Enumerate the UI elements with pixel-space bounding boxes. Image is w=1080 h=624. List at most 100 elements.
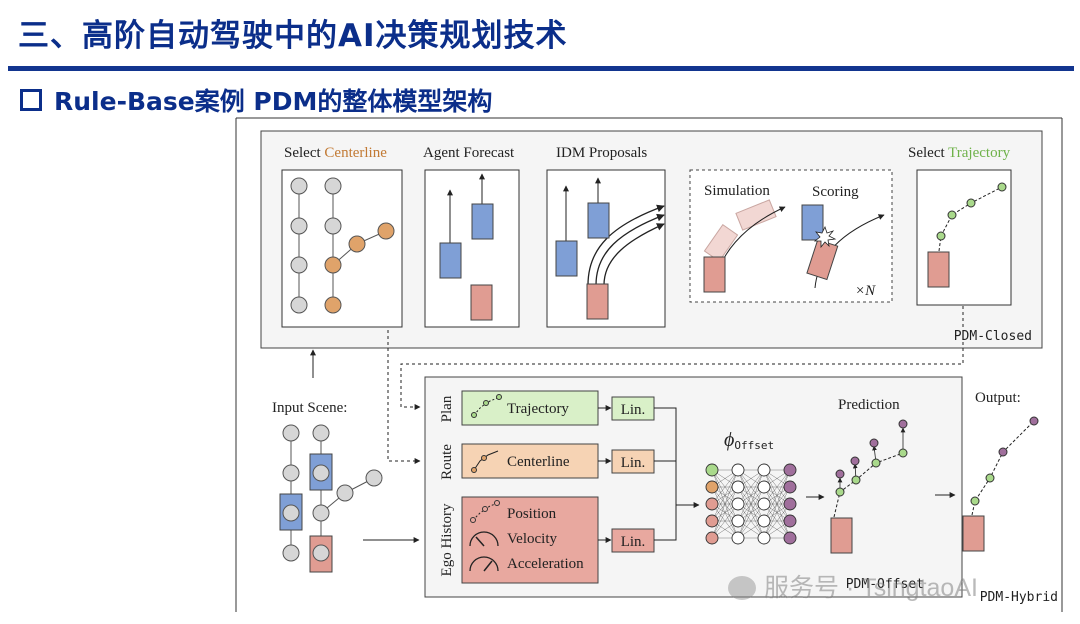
graph-node <box>324 217 342 235</box>
lin-label: Lin. <box>621 455 646 471</box>
velocity-gauge-icon <box>469 531 499 547</box>
network-node <box>783 463 797 477</box>
graph-node <box>282 424 300 442</box>
mini-point <box>494 500 500 506</box>
mini-point <box>482 506 488 512</box>
mini-point <box>481 455 487 461</box>
page-title: 三、高阶自动驾驶中的AI决策规划技术 <box>18 18 568 54</box>
pdm-offset-label: PDM-Offset <box>846 577 924 592</box>
collision-burst-icon <box>813 225 837 249</box>
pdm-hybrid-label: PDM-Hybrid <box>980 590 1058 605</box>
graph-node-selected <box>324 256 342 274</box>
graph-node <box>290 177 308 195</box>
scoring-label: Scoring <box>812 184 859 200</box>
network-edge <box>763 469 791 539</box>
lin-merge-connector <box>654 407 677 541</box>
position-label: Position <box>507 506 557 522</box>
scoring-content <box>801 204 885 289</box>
centerline-feature-label: Centerline <box>507 454 570 470</box>
agent-vehicle <box>587 202 610 239</box>
select-trajectory-label: Select Trajectory <box>908 145 1011 161</box>
network-node <box>783 497 797 511</box>
ego-vehicle <box>703 256 726 293</box>
watermark-text: 服务号 · TsingtaoAI <box>764 574 978 602</box>
input-scene-label: Input Scene: <box>272 400 347 416</box>
agent-vehicle <box>439 242 462 279</box>
network-node <box>705 531 719 545</box>
prediction-label: Prediction <box>838 397 900 413</box>
network-edge <box>711 503 739 539</box>
output-point <box>998 447 1008 457</box>
ego-vehicle <box>927 251 950 288</box>
network-edge <box>737 469 765 505</box>
graph-node-selected <box>324 296 342 314</box>
graph-node <box>365 469 383 487</box>
network-node <box>757 480 771 494</box>
acceleration-gauge-icon <box>469 556 499 572</box>
network-edge <box>737 469 765 522</box>
wechat-icon <box>728 576 756 600</box>
simulation-content <box>703 199 786 293</box>
square-bullet-icon <box>20 89 42 111</box>
output-point <box>1029 416 1039 426</box>
offset-point <box>898 419 908 429</box>
input-scene-content <box>279 424 383 573</box>
network-node <box>731 463 745 477</box>
plan-label: Plan <box>439 395 455 422</box>
ego-vehicle <box>830 517 853 554</box>
graph-node <box>312 504 330 522</box>
network-node <box>705 497 719 511</box>
idm-proposals-content <box>555 177 665 320</box>
watermark: 服务号 · TsingtaoAI <box>728 568 978 604</box>
mini-point <box>496 394 502 400</box>
select-centerline-label: Select Centerline <box>284 145 387 161</box>
mini-point <box>470 517 476 523</box>
agent-forecast-label: Agent Forecast <box>423 145 515 161</box>
network-edge <box>737 469 765 539</box>
title-divider <box>8 66 1074 71</box>
graph-node <box>290 296 308 314</box>
graph-node <box>282 504 300 522</box>
trajectory-feature-box <box>461 390 599 426</box>
prediction-point <box>851 475 861 485</box>
network-node <box>731 480 745 494</box>
graph-node <box>336 484 354 502</box>
ego-vehicle <box>586 283 609 320</box>
subtitle-text: Rule-Base案例 PDM的整体模型架构 <box>54 87 493 116</box>
agent-vehicle <box>555 240 578 277</box>
neural-network <box>705 463 797 545</box>
network-node <box>783 514 797 528</box>
mini-point <box>471 467 477 473</box>
output-point <box>970 496 980 506</box>
trajectory-point <box>936 231 946 241</box>
output-content <box>962 416 1039 552</box>
network-node <box>783 480 797 494</box>
graph-node-selected <box>348 235 366 253</box>
graph-node <box>290 217 308 235</box>
mini-point <box>483 400 489 406</box>
network-node <box>757 514 771 528</box>
trajectory-point <box>966 198 976 208</box>
lin-label: Lin. <box>621 402 646 418</box>
trajectory-to-plan-connector <box>400 306 964 410</box>
network-edge <box>737 503 765 539</box>
network-edge <box>763 503 791 539</box>
offset-point <box>869 438 879 448</box>
network-edge <box>711 469 739 522</box>
network-node <box>705 480 719 494</box>
network-edge <box>711 469 739 505</box>
prediction-point <box>898 448 908 458</box>
acceleration-label: Acceleration <box>507 556 584 572</box>
graph-node <box>312 544 330 562</box>
centerline-graph <box>290 177 395 314</box>
network-node <box>705 463 719 477</box>
trajectory-feature-label: Trajectory <box>507 401 569 417</box>
lin-label: Lin. <box>621 534 646 550</box>
agent-vehicle <box>801 204 824 241</box>
offset-point <box>850 456 860 466</box>
mini-point <box>471 412 477 418</box>
simulation-label: Simulation <box>704 183 770 199</box>
network-node <box>757 463 771 477</box>
graph-node <box>312 424 330 442</box>
prediction-point <box>835 487 845 497</box>
